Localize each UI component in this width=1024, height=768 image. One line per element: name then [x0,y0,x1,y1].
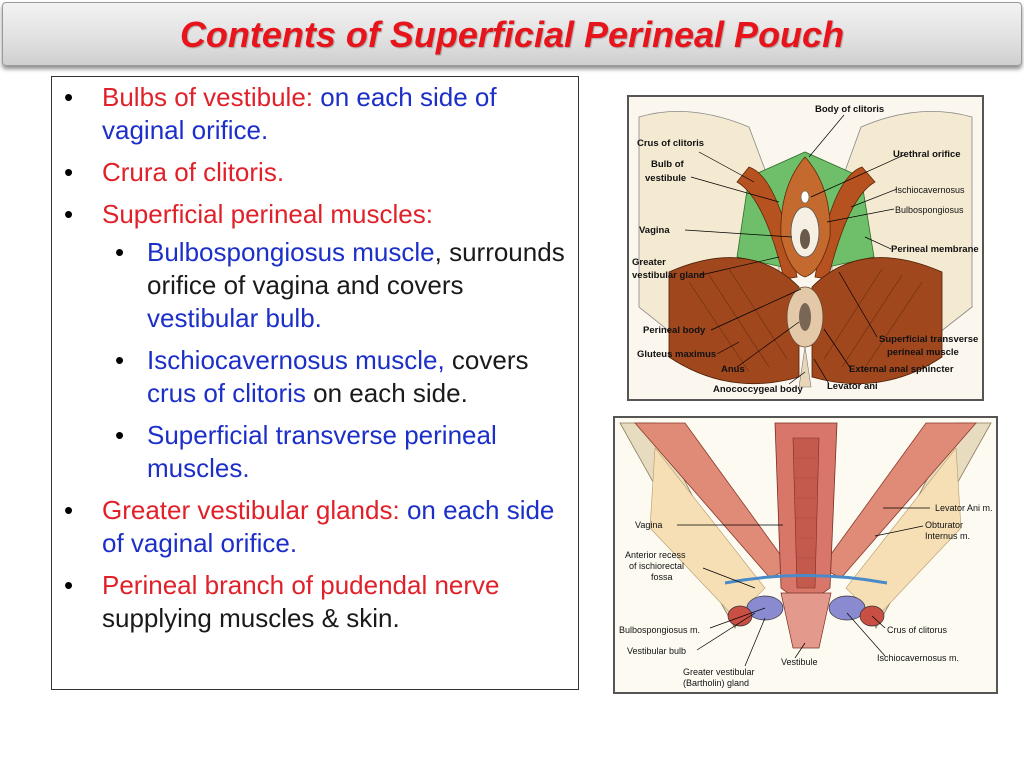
bullet-list: • Bulbs of vestibule: on each side of va… [52,77,578,635]
sub-bullet-superficial-transverse: • Superficial transverse perineal muscle… [102,419,570,485]
bullet-glyph: • [64,495,74,525]
label-fossa: fossa [651,572,673,582]
label-perineal-membrane: Perineal membrane [891,244,979,255]
label-vagina-section: Vagina [635,520,662,530]
sub-bullet-list: • Bulbospongiosus muscle, surrounds orif… [102,236,570,485]
bullet-superficial-perineal-muscles: • Superficial perineal muscles: • Bulbos… [52,198,570,485]
bullet-detail: supplying muscles & skin. [102,603,400,633]
label-external-anal-sphincter: External anal sphincter [849,364,954,375]
sub-bullet-glyph: • [115,345,125,375]
sub-bullet-bulbospongiosus: • Bulbospongiosus muscle, surrounds orif… [102,236,570,335]
label-anococcygeal-body: Anococcygeal body [713,384,803,395]
bullet-glyph: • [64,82,74,112]
label-vestibular-bulb: Vestibular bulb [627,646,686,656]
bullet-perineal-branch: • Perineal branch of pudendal nerve supp… [52,569,570,635]
label-bulbospongiosus: Bulbospongiosus [895,205,964,215]
label-levator-ani: Levator ani [827,381,878,392]
sub-bullet-text: covers [444,345,529,375]
label-gluteus-maximus: Gluteus maximus [637,349,716,360]
sub-bullet-term: Superficial transverse perineal muscles. [147,420,497,483]
bullet-text-box: • Bulbs of vestibule: on each side of va… [51,76,579,690]
label-superficial-transverse: Superficial transverse [879,334,978,345]
bullet-term: Crura of clitoris. [102,157,285,187]
label-levator-ani-m: Levator Ani m. [935,503,993,513]
label-bulb-of: Bulb of [651,159,685,170]
label-greater: Greater [632,257,666,268]
label-perineal-body: Perineal body [643,325,706,336]
sub-bullet-ischiocavernosus: • Ischiocavernosus muscle, covers crus o… [102,344,570,410]
label-anterior-recess: Anterior recess [625,550,686,560]
label-crus-of-clitoris: Crus of clitoris [637,138,704,149]
label-vestibular-gland: vestibular gland [632,270,705,281]
label-vestibule-section: Vestibule [781,657,818,667]
sub-bullet-glyph: • [115,420,125,450]
label-obturator: Obturator [925,520,963,530]
label-vagina: Vagina [639,225,670,236]
label-bartholin-gland: (Bartholin) gland [683,678,749,688]
bullet-term: Bulbs of vestibule: [102,82,314,112]
bullet-bulbs-of-vestibule: • Bulbs of vestibule: on each side of va… [52,81,570,147]
bullet-term: Superficial perineal muscles: [102,199,433,229]
label-body-of-clitoris: Body of clitoris [815,104,884,115]
bullet-glyph: • [64,570,74,600]
label-ischiocavernosus: Ischiocavernosus [895,185,965,195]
bullet-crura-of-clitoris: • Crura of clitoris. [52,156,570,189]
sub-bullet-term: Ischiocavernosus muscle, [147,345,445,375]
sub-bullet-term: crus of clitoris [147,378,306,408]
bullet-term: Perineal branch of pudendal nerve [102,570,500,600]
label-of-ischiorectal: of ischiorectal [629,561,684,571]
bullet-detail: on each side of vaginal orifice. [102,495,555,558]
bullet-glyph: • [64,157,74,187]
bullet-term: Greater vestibular glands: [102,495,400,525]
figure-coronal-section: Levator Ani m. Vagina Obturator Internus… [613,416,998,694]
bullet-greater-vestibular-glands: • Greater vestibular glands: on each sid… [52,494,570,560]
label-greater-vestibular: Greater vestibular [683,667,755,677]
sub-bullet-term: Bulbospongiosus muscle [147,237,435,267]
label-urethral-orifice: Urethral orifice [893,149,961,160]
label-ischiocavernosus-m: Ischiocavernosus m. [877,653,959,663]
title-bar: Contents of Superficial Perineal Pouch [2,2,1022,66]
figure-perineum-superficial-view: Body of clitoris Crus of clitoris Bulb o… [627,95,984,401]
sub-bullet-text: , surrounds orifice of vagina and covers [147,237,565,300]
slide-title: Contents of Superficial Perineal Pouch [179,14,845,55]
perineum-illustration: Body of clitoris Crus of clitoris Bulb o… [629,97,982,399]
sub-bullet-term: vestibular bulb. [147,303,322,333]
sub-bullet-glyph: • [115,237,125,267]
sub-bullet-text: on each side. [305,378,468,408]
label-bulbospongiosus-m: Bulbospongiosus m. [619,625,700,635]
bullet-glyph: • [64,199,74,229]
label-perineal-muscle: perineal muscle [887,347,959,358]
label-anus: Anus [721,364,745,375]
coronal-section-illustration: Levator Ani m. Vagina Obturator Internus… [615,418,996,692]
bullet-detail: on each side of vaginal orifice. [102,82,497,145]
label-internus: Internus m. [925,531,970,541]
label-vestibule: vestibule [645,173,686,184]
label-crus-of-clitorus: Crus of clitorus [887,625,948,635]
